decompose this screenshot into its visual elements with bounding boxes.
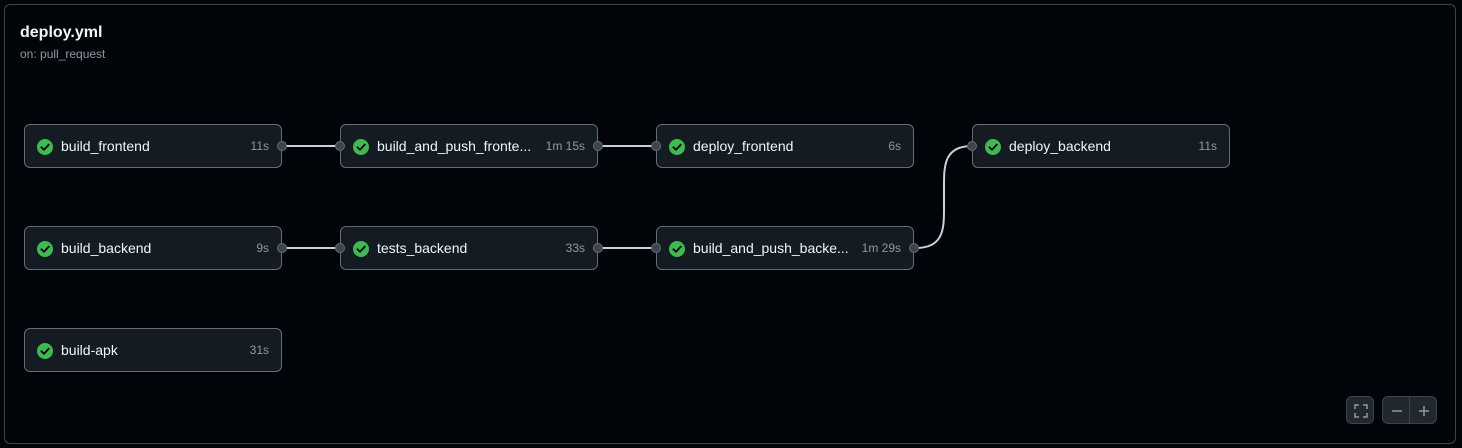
job-node-deploy-backend[interactable]: deploy_backend 11s <box>967 124 1230 168</box>
job-name: build_backend <box>61 240 152 256</box>
output-port <box>277 141 287 151</box>
workflow-trigger: on: pull_request <box>20 47 106 61</box>
job-node-build-and-push-frontend[interactable]: build_and_push_fronte... 1m 15s <box>335 124 603 168</box>
input-port <box>335 141 345 151</box>
fullscreen-button[interactable] <box>1346 396 1374 424</box>
output-port <box>277 243 287 253</box>
zoom-out-button[interactable] <box>1382 396 1410 424</box>
job-name: build_and_push_backe... <box>693 240 849 256</box>
output-port <box>593 243 603 253</box>
success-check-icon <box>37 241 53 257</box>
job-name: tests_backend <box>377 240 468 256</box>
job-name: deploy_frontend <box>693 138 794 154</box>
success-check-icon <box>669 139 685 155</box>
job-name: deploy_backend <box>1009 138 1111 154</box>
job-duration: 1m 29s <box>861 241 901 255</box>
job-name: build_and_push_fronte... <box>377 138 532 154</box>
job-name: build_frontend <box>61 138 150 154</box>
job-duration: 9s <box>256 241 269 255</box>
job-duration: 33s <box>565 241 585 255</box>
success-check-icon <box>353 241 369 257</box>
job-node-tests-backend[interactable]: tests_backend 33s <box>335 226 603 270</box>
job-node-build-and-push-backend[interactable]: build_and_push_backe... 1m 29s <box>651 226 919 270</box>
plus-icon <box>1419 406 1429 416</box>
input-port <box>335 243 345 253</box>
job-node-deploy-frontend[interactable]: deploy_frontend 6s <box>651 124 914 168</box>
minus-icon <box>1392 410 1402 412</box>
job-node-build-frontend[interactable]: build_frontend 11s <box>24 124 287 168</box>
job-node-build-backend[interactable]: build_backend 9s <box>24 226 287 270</box>
fullscreen-icon <box>1354 404 1368 418</box>
job-duration: 11s <box>250 139 269 153</box>
success-check-icon <box>985 139 1001 155</box>
success-check-icon <box>353 139 369 155</box>
input-port <box>967 141 977 151</box>
success-check-icon <box>37 343 53 359</box>
input-port <box>651 141 661 151</box>
workflow-graph-panel <box>4 4 1456 444</box>
job-node-build-apk[interactable]: build-apk 31s <box>24 328 282 372</box>
input-port <box>651 243 661 253</box>
job-duration: 1m 15s <box>545 139 585 153</box>
zoom-in-button[interactable] <box>1409 396 1437 424</box>
output-port <box>909 243 919 253</box>
output-port <box>593 141 603 151</box>
job-name: build-apk <box>61 342 118 358</box>
success-check-icon <box>669 241 685 257</box>
success-check-icon <box>37 139 53 155</box>
job-duration: 11s <box>1198 139 1217 153</box>
workflow-title: deploy.yml <box>20 24 103 41</box>
job-duration: 6s <box>888 139 901 153</box>
job-duration: 31s <box>249 343 269 357</box>
